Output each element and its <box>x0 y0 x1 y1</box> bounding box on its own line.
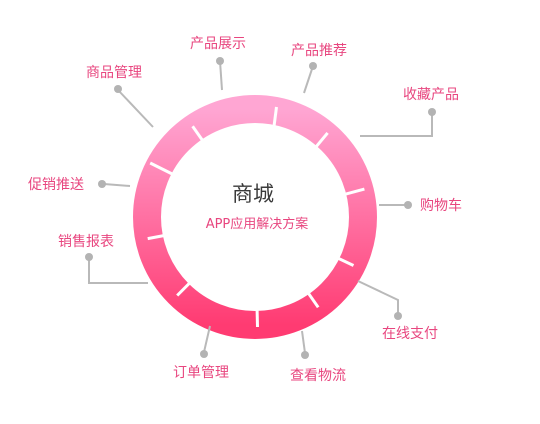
feature-promotion-push[interactable]: 促销推送 <box>28 177 131 193</box>
feature-label: 销售报表 <box>58 234 114 250</box>
feature-cart[interactable]: 购物车 <box>379 197 462 214</box>
ring-separators <box>147 106 365 328</box>
feature-ring <box>133 95 377 339</box>
connector-dot <box>85 253 93 261</box>
ring-separator <box>149 161 176 177</box>
feature-product-recommend[interactable]: 产品推荐 <box>291 43 347 94</box>
ring-separator <box>191 125 209 148</box>
connector-dot <box>301 351 309 359</box>
feature-label: 促销推送 <box>28 177 84 193</box>
connector-dot <box>98 180 106 188</box>
center-subtitle: APP应用解决方案 <box>206 216 309 232</box>
center-title: 商城 <box>232 182 274 206</box>
ring-separator <box>310 131 329 154</box>
connector-dot <box>428 108 436 116</box>
feature-online-payment[interactable]: 在线支付 <box>357 280 438 342</box>
feature-product-management[interactable]: 商品管理 <box>86 65 154 128</box>
connector-dot <box>200 350 208 358</box>
feature-favorites[interactable]: 收藏产品 <box>360 87 459 137</box>
feature-label: 在线支付 <box>382 326 438 342</box>
feature-label: 购物车 <box>420 197 462 214</box>
ring-separator <box>330 253 355 267</box>
connector-line <box>203 325 211 353</box>
ring-separator <box>147 232 173 241</box>
connector-dot <box>114 85 122 93</box>
connector-line <box>88 258 148 284</box>
connector-dot <box>309 62 317 70</box>
connector-line <box>103 183 131 187</box>
connector-line <box>219 60 223 91</box>
ring-separator <box>176 276 196 297</box>
connector-dot <box>216 57 224 65</box>
feature-label: 产品展示 <box>190 36 246 52</box>
connector-line <box>360 113 433 137</box>
connector-line <box>117 89 154 128</box>
ring-separator <box>339 187 365 198</box>
connector-dot <box>394 312 402 320</box>
feature-label: 收藏产品 <box>403 87 459 103</box>
feature-label: 商品管理 <box>86 65 142 81</box>
connector-line <box>303 65 314 94</box>
feature-label: 产品推荐 <box>291 43 347 59</box>
feature-product-display[interactable]: 产品展示 <box>190 36 246 91</box>
feature-sales-report[interactable]: 销售报表 <box>58 234 148 284</box>
feature-order-management[interactable]: 订单管理 <box>173 325 229 381</box>
connector-line <box>357 280 399 315</box>
feature-label: 查看物流 <box>290 368 346 384</box>
ring-separator <box>255 301 259 328</box>
feature-label: 订单管理 <box>173 365 229 381</box>
ring-separator <box>271 106 278 132</box>
ring-separator <box>302 285 320 309</box>
feature-logistics[interactable]: 查看物流 <box>290 330 346 384</box>
connector-line <box>301 330 306 354</box>
connector-dot <box>404 201 412 209</box>
